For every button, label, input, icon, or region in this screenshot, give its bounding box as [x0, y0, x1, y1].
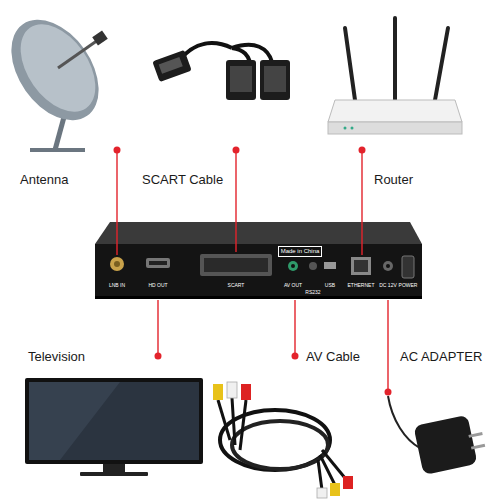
port-label: DC 12V	[379, 282, 397, 288]
receiver-panel: LNB IN HD OUT SCART AV OUTRS232 USB ETHERNET D…	[95, 244, 422, 298]
leader-lines	[114, 147, 392, 396]
port-label: USB	[325, 282, 335, 288]
television-picture	[25, 378, 203, 476]
adapter-picture	[388, 396, 485, 475]
port-label: LNB IN	[109, 282, 125, 288]
device-caption: Router	[372, 172, 415, 188]
device-caption: Antenna	[18, 172, 70, 188]
port-label: AV OUT	[284, 282, 302, 288]
device-caption: AV Cable	[304, 349, 362, 365]
receiver-picture	[95, 222, 422, 299]
device-caption: SCART Cable	[140, 172, 225, 188]
antenna-picture	[0, 3, 117, 150]
origin-mark: Made in China	[278, 246, 323, 257]
router-picture	[328, 18, 462, 134]
port-label: RS232	[305, 289, 320, 295]
scart-cable-picture	[152, 43, 290, 100]
device-caption: Television	[26, 349, 87, 365]
port-label: HD OUT	[148, 282, 167, 288]
port-label: SCART	[228, 282, 245, 288]
av-cable-picture	[213, 382, 353, 498]
port-label: POWER	[399, 282, 418, 288]
device-caption: AC ADAPTER	[398, 349, 484, 365]
port-label: ETHERNET	[348, 282, 375, 288]
